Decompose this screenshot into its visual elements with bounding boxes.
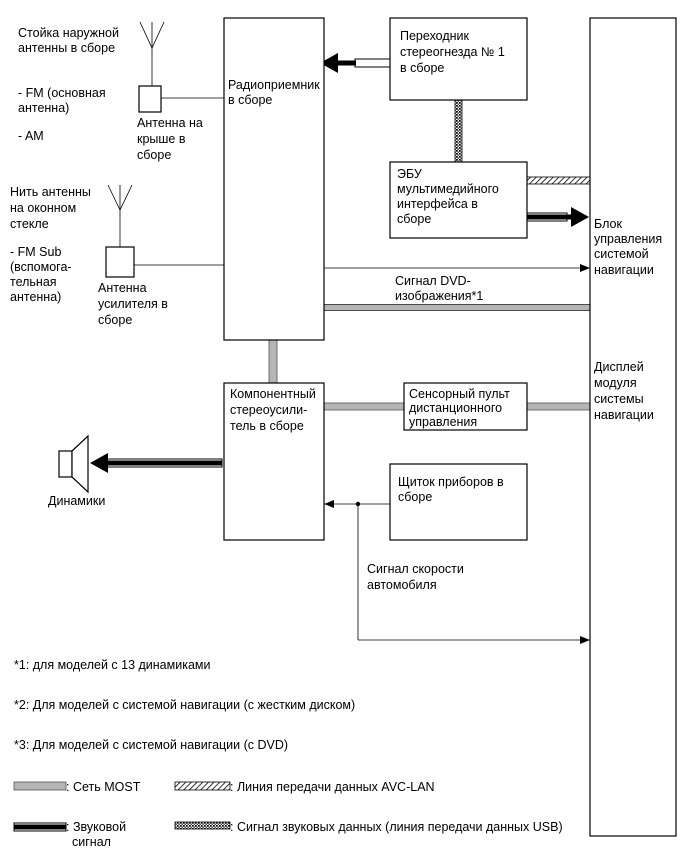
vehicle-speed-signal-label: Сигнал скорости автомобиля bbox=[367, 562, 467, 592]
antenna-roof-icon bbox=[138, 21, 165, 113]
speakers-label: Динамики bbox=[48, 494, 105, 508]
stereo-jack-adapter-box bbox=[389, 17, 528, 101]
window-antenna-band: - FM Sub (вспомога- тельная антенна) bbox=[10, 245, 75, 304]
dvd-video-signal-label: Сигнал DVD- изображения*1 bbox=[395, 274, 483, 303]
roof-antenna-title: Стойка наружной антенны в сборе bbox=[18, 26, 122, 55]
navigation-unit-box bbox=[589, 17, 677, 837]
legend-avc-lan-label: : Линия передачи данных AVC-LAN bbox=[230, 780, 435, 794]
radio-receiver-label: Радиоприемник в сборе bbox=[228, 78, 323, 107]
navigation-display-label: Дисплей модуля системы навигации bbox=[594, 360, 654, 422]
thin-signal-lines bbox=[134, 97, 590, 644]
window-antenna-title: Нить антенны на оконном стекле bbox=[10, 185, 94, 231]
roof-antenna-unit-label: Антенна на крыше в сборе bbox=[137, 116, 206, 162]
booster-antenna-unit-label: Антенна усилителя в сборе bbox=[98, 281, 171, 327]
remote-touch-box bbox=[403, 382, 528, 431]
instrument-cluster-label: Щиток приборов в сборе bbox=[398, 475, 507, 504]
multimedia-ecu-box bbox=[389, 161, 528, 239]
legend-usb-label: : Сигнал звуковых данных (линия передачи… bbox=[230, 820, 563, 834]
most-network-lines bbox=[268, 304, 591, 411]
radio-receiver-box bbox=[223, 17, 325, 341]
speaker-icon bbox=[58, 434, 89, 494]
multimedia-ecu-label: ЭБУ мультимедийного интерфейса в сборе bbox=[397, 167, 502, 226]
footnote-2: *2: Для моделей с системой навигации (с … bbox=[14, 698, 355, 712]
legend-swatches bbox=[13, 781, 231, 832]
footnote-3: *3: Для моделей с системой навигации (с … bbox=[14, 738, 288, 752]
stereo-jack-adapter-label: Переходник стереогнезда № 1 в сборе bbox=[400, 29, 508, 75]
usb-line bbox=[454, 99, 463, 163]
footnote-1: *1: для моделей с 13 динамиками bbox=[14, 658, 210, 672]
antenna-window-icon bbox=[105, 184, 135, 278]
legend-most-label: : Сеть MOST bbox=[66, 780, 141, 794]
amplifier-label: Компонентный стереоусили- тель в сборе bbox=[230, 387, 319, 433]
instrument-cluster-box bbox=[389, 463, 528, 541]
amplifier-box bbox=[223, 382, 325, 541]
roof-antenna-bands: - FM (основная антенна) - AM bbox=[18, 86, 109, 143]
avc-lan-line bbox=[526, 176, 591, 185]
remote-touch-label: Сенсорный пульт дистанционного управлени… bbox=[409, 387, 513, 429]
navigation-control-label: Блок управления системой навигации bbox=[594, 217, 666, 277]
legend-audio-label: : Звуковой сигнал bbox=[66, 820, 130, 849]
